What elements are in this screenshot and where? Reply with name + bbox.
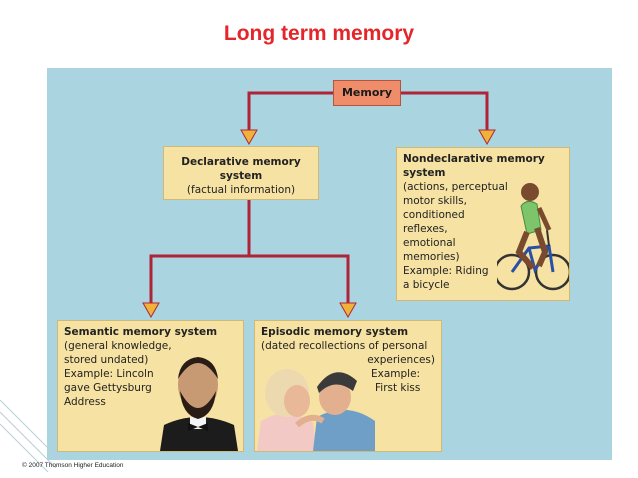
episodic-line: Example: xyxy=(371,368,421,380)
copyright-notice: © 2007 Thomson Higher Education xyxy=(22,462,124,469)
nondeclarative-line: (actions, perceptual xyxy=(403,181,508,193)
semantic-line: Example: Lincoln xyxy=(64,368,154,380)
semantic-line: gave Gettysburg xyxy=(64,382,152,394)
semantic-line: (general knowledge, xyxy=(64,340,172,352)
arrowhead-nondeclarative xyxy=(478,129,496,145)
memory-node: Memory xyxy=(333,80,401,106)
semantic-heading: Semantic memory system xyxy=(64,326,218,338)
episodic-line: experiences) xyxy=(367,354,435,366)
arrow-memory-to-nondeclarative xyxy=(401,91,489,130)
nondeclarative-line: conditioned xyxy=(403,209,465,221)
declarative-node: Declarative memory system (factual infor… xyxy=(163,146,319,200)
arrowhead-episodic xyxy=(339,302,357,318)
episodic-line: (dated recollections of personal xyxy=(261,340,428,352)
episodic-line: First kiss xyxy=(375,382,421,394)
semantic-line: stored undated) xyxy=(64,354,149,366)
cyclist-illustration xyxy=(497,183,569,291)
nondeclarative-line: a bicycle xyxy=(403,279,450,291)
arrowhead-declarative xyxy=(240,129,258,145)
nondeclarative-line: emotional xyxy=(403,237,456,249)
nondeclarative-heading: Nondeclarative memory system xyxy=(403,153,545,179)
declarative-sub: (factual information) xyxy=(186,184,296,196)
arrow-to-semantic xyxy=(149,254,249,303)
corner-decoration xyxy=(0,399,61,473)
nondeclarative-node: Nondeclarative memory system (actions, p… xyxy=(396,147,570,301)
episodic-heading: Episodic memory system xyxy=(261,326,409,338)
nondeclarative-line: reflexes, xyxy=(403,223,448,235)
arrow-memory-to-declarative xyxy=(247,91,333,130)
declarative-heading: Declarative memory system xyxy=(181,156,301,182)
lincoln-portrait xyxy=(154,343,242,451)
slide-title: Long term memory xyxy=(223,22,415,45)
nondeclarative-line: motor skills, xyxy=(403,195,467,207)
episodic-node: Episodic memory system (dated recollecti… xyxy=(254,320,442,452)
semantic-line: Address xyxy=(64,396,106,408)
nondeclarative-line: Example: Riding xyxy=(403,265,489,277)
elderly-couple-kiss-illustration xyxy=(257,369,375,451)
arrow-to-episodic xyxy=(249,254,350,303)
arrowhead-semantic xyxy=(142,302,160,318)
semantic-node: Semantic memory system (general knowledg… xyxy=(57,320,244,452)
nondeclarative-line: memories) xyxy=(403,251,460,263)
